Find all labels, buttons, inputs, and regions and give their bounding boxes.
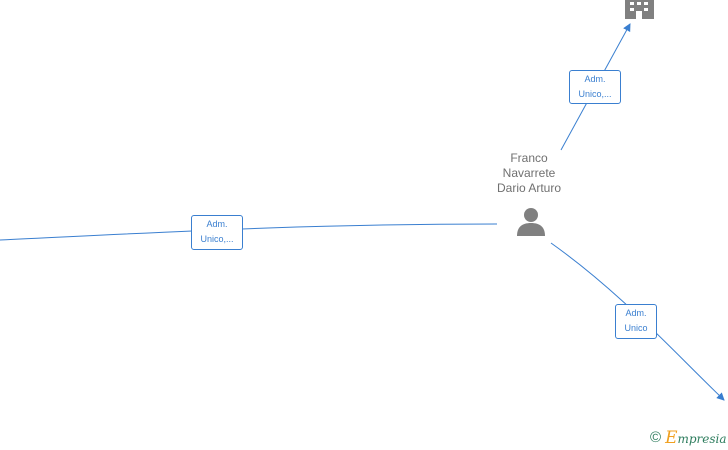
edge-label-left-line-2: Unico,... xyxy=(200,234,234,244)
person-name-line-1: Franco xyxy=(510,151,548,165)
edge-label-bottom-line-1: Adm. xyxy=(625,308,647,318)
edge-line-left xyxy=(0,223,498,241)
edge-label-top-line-2: Unico,... xyxy=(578,89,612,99)
person-icon[interactable] xyxy=(517,208,545,236)
brand-footer: © Empresia xyxy=(650,428,727,448)
edge-label-top[interactable]: Adm. Unico,... xyxy=(569,70,621,104)
copyright-symbol: © xyxy=(650,429,662,446)
person-name-line-3: Dario Arturo xyxy=(496,181,562,195)
edge-label-bottom-line-2: Unico xyxy=(624,323,648,333)
edge-label-bottom[interactable]: Adm. Unico xyxy=(615,304,657,339)
brand-name: mpresia xyxy=(677,431,727,446)
edge-label-top-line-1: Adm. xyxy=(584,74,606,84)
building-icon[interactable] xyxy=(625,0,654,19)
person-name-label[interactable]: Franco Navarrete Dario Arturo xyxy=(479,151,579,196)
brand-initial: E xyxy=(665,427,678,448)
edge-label-left[interactable]: Adm. Unico,... xyxy=(191,215,243,250)
brand-logo[interactable]: Empresia xyxy=(665,428,726,449)
edge-label-left-line-1: Adm. xyxy=(206,219,228,229)
person-name-line-2: Navarrete xyxy=(502,166,556,180)
